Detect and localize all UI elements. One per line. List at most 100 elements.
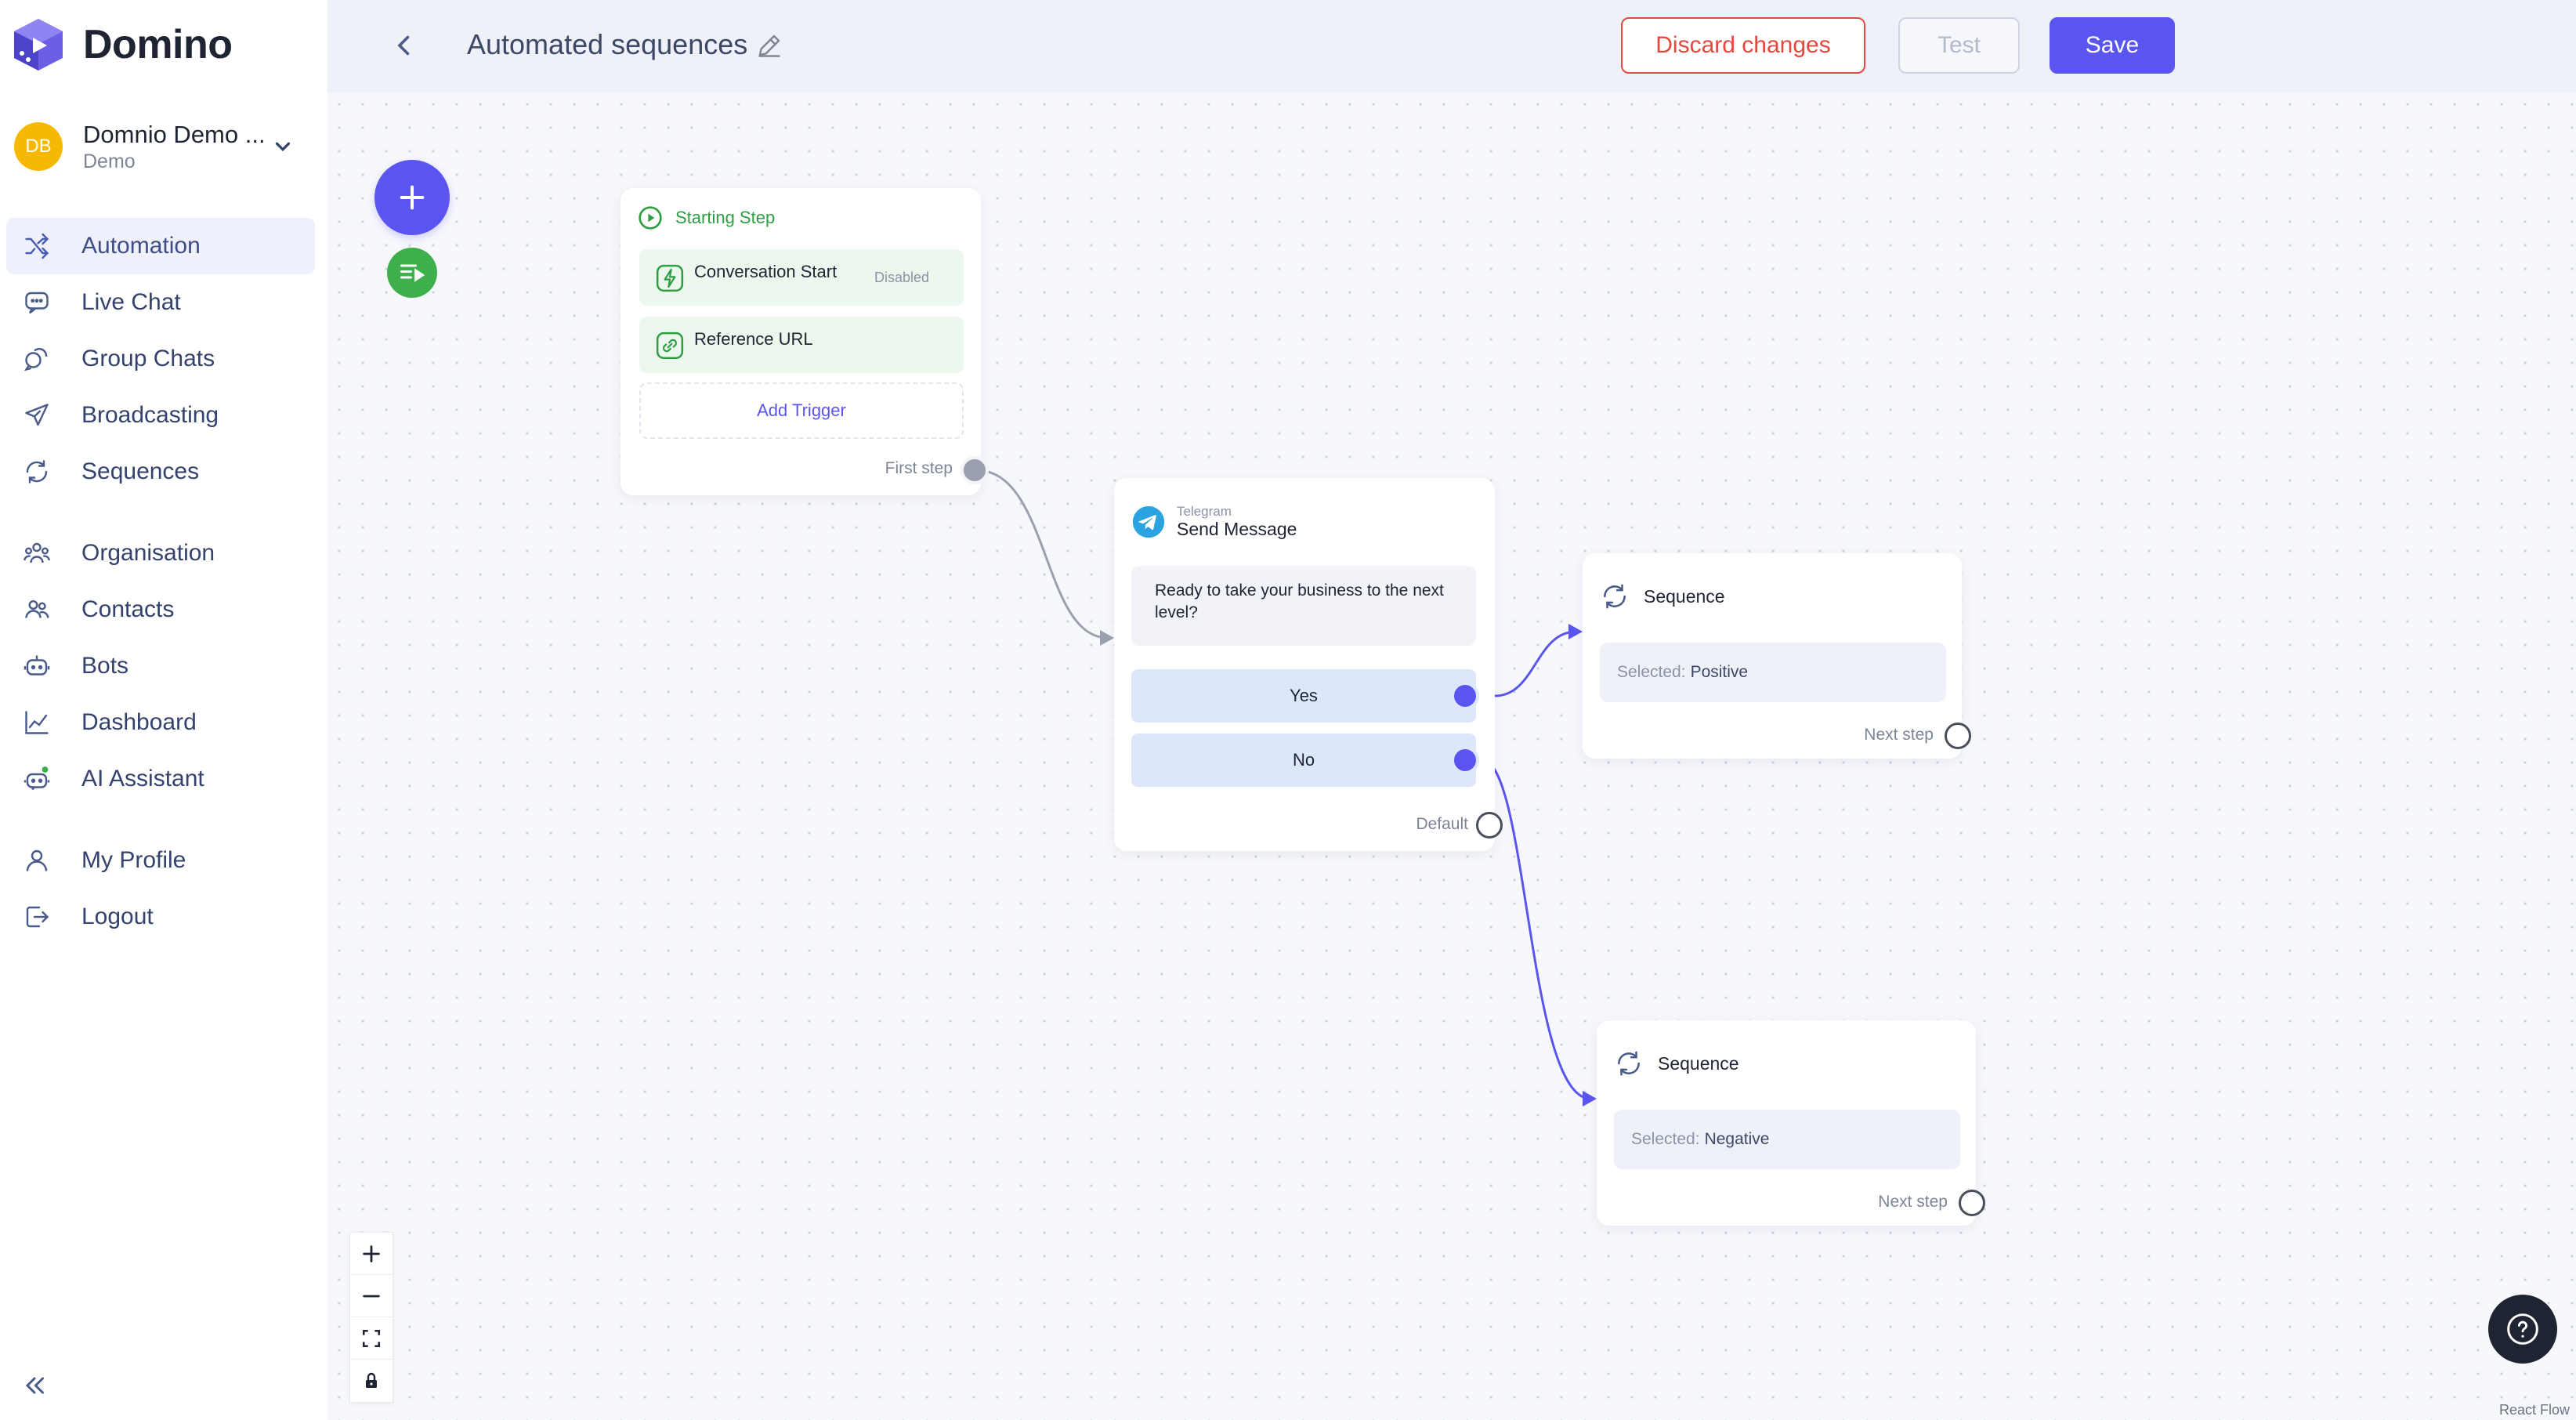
sidebar-item-contacts[interactable]: Contacts — [6, 581, 315, 638]
sidebar-item-label: Group Chats — [81, 346, 215, 371]
sequence-icon — [1604, 584, 1626, 609]
sidebar-item-my-profile[interactable]: My Profile — [6, 832, 315, 889]
organisation-icon — [22, 538, 52, 568]
minus-icon — [363, 1295, 380, 1297]
next-step-handle[interactable] — [1959, 1190, 1985, 1216]
sidebar-item-logout[interactable]: Logout — [6, 889, 315, 945]
default-handle[interactable] — [1476, 812, 1503, 839]
fit-view-button[interactable] — [350, 1317, 393, 1360]
edge-arrow — [1568, 624, 1583, 639]
account-switcher[interactable]: DB Domnio Demo ... Demo — [14, 118, 312, 176]
default-label: Default — [1416, 815, 1468, 833]
sidebar-item-label: Organisation — [81, 540, 215, 566]
add-node-button[interactable] — [374, 160, 450, 235]
edge-arrow — [1100, 630, 1114, 646]
edge-arrow — [1583, 1091, 1597, 1107]
domino-logo-icon — [14, 19, 63, 71]
sequence-node-negative[interactable]: Sequence Selected: Negative Next step — [1597, 1020, 1985, 1226]
sidebar-item-bots[interactable]: Bots — [6, 638, 315, 694]
sidebar-item-label: AI Assistant — [81, 766, 204, 792]
sidebar-item-dashboard[interactable]: Dashboard — [6, 694, 315, 751]
sidebar-item-group-chats[interactable]: Group Chats — [6, 331, 315, 387]
choice-no-handle[interactable] — [1451, 746, 1479, 774]
telegram-icon — [1132, 505, 1165, 538]
zoom-in-button[interactable] — [350, 1233, 393, 1275]
save-button[interactable]: Save — [2050, 17, 2175, 74]
next-step-label: Next step — [1864, 726, 1934, 744]
zoom-out-button[interactable] — [350, 1275, 393, 1317]
starting-step-node[interactable]: Starting Step Conversation Start Disable… — [620, 188, 989, 495]
sequence-selector[interactable]: Selected: Negative — [1614, 1110, 1960, 1169]
edge-no-to-sequence — [1482, 759, 1591, 1100]
send-message-node[interactable]: Telegram Send Message Ready to take your… — [1114, 478, 1503, 851]
fit-view-icon — [362, 1329, 381, 1347]
send-icon — [22, 400, 52, 430]
back-arrow-icon[interactable] — [390, 30, 418, 61]
question-icon — [2507, 1313, 2538, 1345]
trigger-conversation-start[interactable]: Conversation Start Disabled — [639, 249, 964, 306]
sidebar-item-broadcasting[interactable]: Broadcasting — [6, 387, 315, 444]
lock-button[interactable] — [350, 1360, 393, 1402]
react-flow-attribution[interactable]: React Flow — [2498, 1402, 2570, 1418]
pencil-icon[interactable] — [755, 31, 783, 60]
chart-icon — [22, 708, 52, 737]
sequence-title: Sequence — [1644, 585, 1725, 607]
sidebar-item-label: Live Chat — [81, 289, 181, 315]
trigger-reference-url[interactable]: Reference URL — [639, 317, 964, 373]
discard-changes-button[interactable]: Discard changes — [1621, 17, 1865, 74]
starting-step-title: Starting Step — [675, 208, 776, 227]
group-chats-icon — [22, 344, 52, 374]
choice-yes[interactable]: Yes — [1131, 669, 1476, 723]
sidebar-item-organisation[interactable]: Organisation — [6, 525, 315, 581]
selected-value: Negative — [1704, 1130, 1770, 1148]
sidebar-item-label: Dashboard — [81, 709, 197, 735]
sequence-node-positive[interactable]: Sequence Selected: Positive Next step — [1583, 553, 1971, 759]
choice-no[interactable]: No — [1131, 734, 1476, 787]
list-play-icon — [400, 264, 425, 282]
next-step-handle[interactable] — [1945, 723, 1971, 749]
logout-icon — [22, 902, 52, 932]
test-button[interactable]: Test — [1898, 17, 2020, 74]
trigger-label: Reference URL — [694, 329, 813, 349]
sidebar-item-label: Contacts — [81, 596, 175, 622]
lock-icon — [366, 1372, 377, 1388]
help-button[interactable] — [2488, 1295, 2557, 1364]
collapse-sidebar-icon[interactable] — [20, 1371, 49, 1400]
sequence-icon — [1618, 1051, 1640, 1076]
plus-icon — [363, 1244, 380, 1262]
account-name: Domnio Demo ... — [83, 120, 266, 148]
sidebar-item-ai-assistant[interactable]: AI Assistant — [6, 751, 315, 807]
sequence-title: Sequence — [1658, 1052, 1739, 1074]
first-step-handle[interactable] — [961, 456, 989, 484]
sidebar-item-label: Bots — [81, 653, 129, 679]
sidebar-item-label: My Profile — [81, 847, 186, 873]
selected-value: Positive — [1690, 663, 1749, 681]
add-trigger-button[interactable]: Add Trigger — [639, 382, 964, 439]
avatar: DB — [14, 122, 63, 171]
selected-key: Selected: — [1617, 663, 1686, 681]
status-badge: Disabled — [874, 270, 929, 285]
sidebar: Domino DB Domnio Demo ... Demo Automatio… — [0, 0, 327, 1420]
sequence-icon — [22, 457, 52, 487]
choice-yes-handle[interactable] — [1451, 682, 1479, 710]
shuffle-icon — [22, 231, 52, 261]
sidebar-item-label: Sequences — [81, 458, 200, 484]
user-icon — [22, 846, 52, 875]
chevron-down-icon[interactable] — [271, 135, 295, 158]
nav-primary: Automation Live Chat Group Chats Broadca… — [6, 218, 315, 500]
sidebar-item-sequences[interactable]: Sequences — [6, 444, 315, 500]
message-text[interactable]: Ready to take your business to the next … — [1131, 566, 1476, 646]
sidebar-item-automation[interactable]: Automation — [6, 218, 315, 274]
sidebar-item-label: Logout — [81, 904, 154, 929]
plus-icon — [400, 185, 425, 210]
sidebar-item-live-chat[interactable]: Live Chat — [6, 274, 315, 331]
sequence-selector[interactable]: Selected: Positive — [1600, 643, 1946, 702]
selected-key: Selected: — [1631, 1130, 1700, 1148]
nav-account: My Profile Logout — [6, 832, 315, 945]
first-step-label: First step — [885, 459, 953, 477]
sidebar-item-label: Automation — [81, 233, 201, 259]
brand-logo[interactable]: Domino — [13, 17, 233, 72]
edge-yes-to-sequence — [1494, 630, 1577, 697]
start-sequence-button[interactable] — [387, 248, 437, 298]
